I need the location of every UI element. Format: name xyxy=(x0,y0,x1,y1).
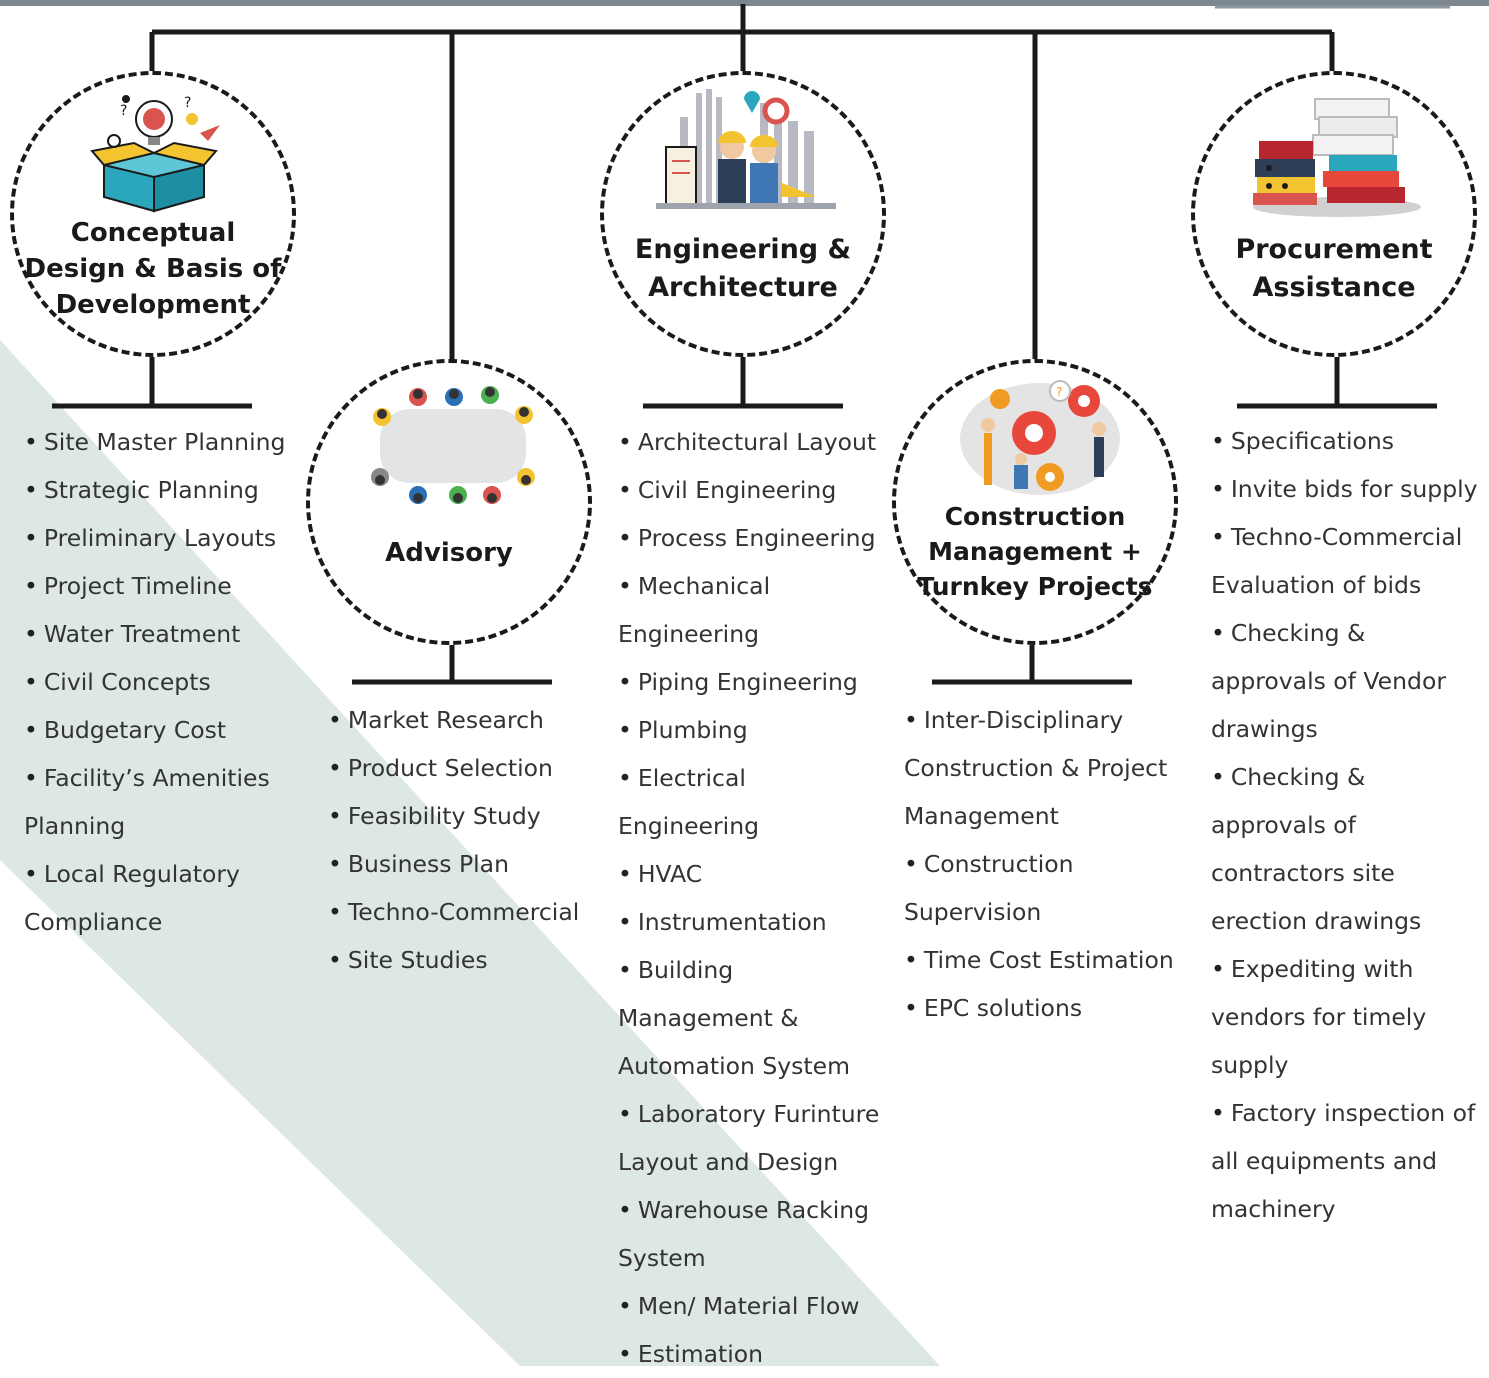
node-procurement: Procurement Assistance xyxy=(1191,71,1477,357)
list-item: Market Research xyxy=(328,696,579,744)
list-item: Expediting with xyxy=(1211,945,1478,993)
list-item: Civil Engineering xyxy=(618,466,879,514)
list-advisory: Market ResearchProduct SelectionFeasibil… xyxy=(328,696,579,984)
list-item: Instrumentation xyxy=(618,898,879,946)
list-item: Plumbing xyxy=(618,706,879,754)
svg-text:?: ? xyxy=(120,103,127,119)
node-title-line: Conceptual xyxy=(70,218,236,248)
node-title-line: Procurement xyxy=(1235,234,1433,265)
list-item: machinery xyxy=(1211,1195,1336,1223)
node-title-line: Management + xyxy=(928,537,1142,566)
list-item: Construction & Project xyxy=(904,754,1168,782)
list-item: Feasibility Study xyxy=(328,792,579,840)
node-title-line: Development xyxy=(55,290,251,320)
list-item: Men/ Material Flow xyxy=(618,1282,879,1330)
files-stack-icon xyxy=(1253,98,1421,217)
list-item: Project Timeline xyxy=(24,562,285,610)
list-item: Piping Engineering xyxy=(618,658,879,706)
node-title-line: Assistance xyxy=(1252,272,1416,303)
idea-box-icon: ? ? xyxy=(90,95,220,213)
list-item: Invite bids for supply xyxy=(1211,465,1478,513)
list-item: contractors site xyxy=(1211,859,1395,887)
list-engineering: Architectural LayoutCivil EngineeringPro… xyxy=(618,418,879,1378)
list-item: approvals of xyxy=(1211,811,1356,839)
list-item: Engineering xyxy=(618,812,759,840)
list-item: Compliance xyxy=(24,908,163,936)
list-conceptual: Site Master PlanningStrategic PlanningPr… xyxy=(24,418,285,946)
list-item: Management xyxy=(904,802,1059,830)
list-item: Checking & xyxy=(1211,609,1478,657)
list-item: Local Regulatory xyxy=(24,850,285,898)
list-item: Layout and Design xyxy=(618,1148,839,1176)
list-item: vendors for timely xyxy=(1211,1003,1427,1031)
list-item: drawings xyxy=(1211,715,1318,743)
construction-gears-icon: ? xyxy=(960,380,1120,495)
list-item: System xyxy=(618,1244,706,1272)
svg-text:?: ? xyxy=(184,95,191,111)
list-item: approvals of Vendor xyxy=(1211,667,1446,695)
node-title-line: Turnkey Projects xyxy=(917,572,1153,601)
svg-text:?: ? xyxy=(1056,385,1062,399)
list-item: HVAC xyxy=(618,850,879,898)
tree-lines xyxy=(52,4,1437,685)
list-item: Specifications xyxy=(1211,417,1478,465)
list-item: Techno-Commercial xyxy=(1211,513,1478,561)
list-item: Product Selection xyxy=(328,744,579,792)
list-item: Checking & xyxy=(1211,753,1478,801)
list-item: Site Master Planning xyxy=(24,418,286,466)
node-title-line: Engineering & xyxy=(634,234,852,265)
list-item: all equipments and xyxy=(1211,1147,1438,1175)
list-item: supply xyxy=(1211,1051,1289,1079)
list-item: Inter-Disciplinary xyxy=(904,696,1174,744)
list-item: Architectural Layout xyxy=(618,418,879,466)
list-item: Business Plan xyxy=(328,840,579,888)
node-title-line: Architecture xyxy=(648,272,838,303)
list-item: Construction xyxy=(904,840,1174,888)
list-item: Supervision xyxy=(904,898,1042,926)
node-title-line: Advisory xyxy=(385,538,513,568)
list-item: Time Cost Estimation xyxy=(904,936,1174,984)
top-bar xyxy=(0,0,1489,6)
list-item: Factory inspection of xyxy=(1211,1089,1478,1137)
list-item: Automation System xyxy=(618,1052,850,1080)
list-item: EPC solutions xyxy=(904,984,1174,1032)
list-item: Strategic Planning xyxy=(24,466,285,514)
list-item: Evaluation of bids xyxy=(1211,571,1422,599)
list-item: Process Engineering xyxy=(618,514,879,562)
list-item: Budgetary Cost xyxy=(24,706,285,754)
list-item: Electrical xyxy=(618,754,879,802)
list-item: Management & xyxy=(618,1004,799,1032)
list-item: Techno-Commercial xyxy=(328,888,579,936)
node-title-line: Design & Basis of xyxy=(24,254,282,284)
engineers-city-icon xyxy=(656,89,836,209)
node-construction: ? Construction Management + Turnkey Proj… xyxy=(892,359,1178,645)
meeting-table-icon xyxy=(371,386,535,504)
list-procurement: SpecificationsInvite bids for supplyTech… xyxy=(1211,417,1478,1233)
list-item: Engineering xyxy=(618,620,759,648)
list-item: Water Treatment xyxy=(24,610,285,658)
list-item: Planning xyxy=(24,812,126,840)
list-item: Estimation xyxy=(618,1330,879,1378)
list-item: Laboratory Furinture xyxy=(618,1090,879,1138)
node-engineering: Engineering & Architecture xyxy=(600,71,886,357)
list-item: Civil Concepts xyxy=(24,658,285,706)
list-item: Facility’s Amenities xyxy=(24,754,285,802)
list-item: Mechanical xyxy=(618,562,879,610)
node-title-line: Construction xyxy=(944,502,1126,531)
list-item: Warehouse Racking xyxy=(618,1186,879,1234)
node-conceptual: ? ? Conceptual Design & Basis of Develop… xyxy=(10,71,296,357)
node-advisory: Advisory xyxy=(306,359,592,645)
list-item: Preliminary Layouts xyxy=(24,514,285,562)
list-item: Building xyxy=(618,946,879,994)
list-item: erection drawings xyxy=(1211,907,1422,935)
list-item: Site Studies xyxy=(328,936,579,984)
